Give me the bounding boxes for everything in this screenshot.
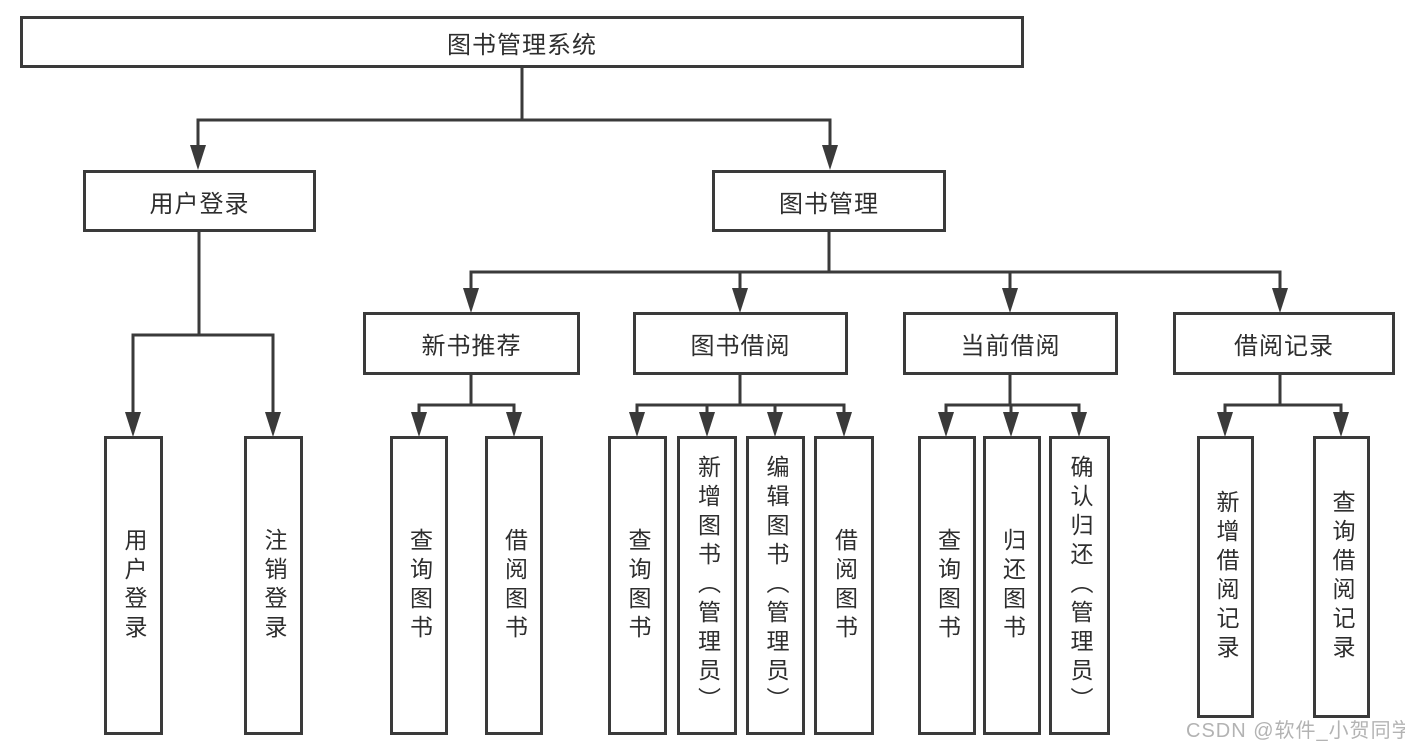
leaf-cb-return-books: 归还图书: [983, 436, 1041, 735]
connector-borrow-records-to-leaves: [1217, 375, 1349, 437]
node-label: 归还图书: [999, 527, 1026, 644]
node-label: 新书推荐: [421, 333, 522, 360]
arrow-down-icon: [938, 412, 954, 437]
node-label: 编辑图书（管理员）: [763, 455, 789, 716]
arrow-down-icon: [699, 412, 715, 437]
node-root: 图书管理系统: [20, 16, 1024, 68]
arrow-down-icon: [265, 412, 281, 437]
node-label: 查询借阅记录: [1329, 490, 1355, 664]
node-book-borrow: 图书借阅: [633, 312, 848, 375]
leaf-bb-add-books-admin: 新增图书（管理员）: [677, 436, 737, 735]
node-label: 注销登录: [261, 527, 287, 644]
node-label: 新增图书（管理员）: [694, 455, 721, 716]
arrow-down-icon: [822, 145, 838, 170]
connector-current-borrow-to-leaves: [938, 375, 1087, 437]
arrow-down-icon: [411, 412, 427, 437]
connector-new-book-to-leaves: [411, 375, 522, 437]
arrow-down-icon: [1333, 412, 1349, 437]
arrow-down-icon: [506, 412, 522, 437]
arrow-down-icon: [463, 288, 479, 313]
node-book-mgmt: 图书管理: [712, 170, 946, 232]
arrow-down-icon: [1217, 412, 1233, 437]
arrow-down-icon: [1003, 412, 1019, 437]
leaf-bb-query-books: 查询图书: [608, 436, 667, 735]
node-user-login-branch: 用户登录: [83, 170, 316, 232]
node-new-book-rec: 新书推荐: [363, 312, 580, 375]
leaf-br-query-record: 查询借阅记录: [1313, 436, 1370, 718]
leaf-nb-borrow-books: 借阅图书: [485, 436, 543, 735]
arrow-down-icon: [1071, 412, 1087, 437]
node-label: 图书借阅: [690, 333, 791, 360]
node-label: 借阅图书: [501, 527, 528, 644]
node-label: 查询图书: [625, 527, 651, 644]
connector-root-to-level2: [190, 68, 838, 170]
node-label: 查询图书: [934, 527, 961, 644]
node-label: 图书管理系统: [447, 31, 597, 59]
node-label: 借阅图书: [831, 527, 858, 644]
leaf-bb-borrow-books: 借阅图书: [814, 436, 874, 735]
arrow-down-icon: [1272, 288, 1288, 313]
node-current-borrow: 当前借阅: [903, 312, 1118, 375]
leaf-cb-confirm-return-admin: 确认归还（管理员）: [1049, 436, 1110, 735]
node-label: 用户登录: [121, 527, 147, 644]
csdn-watermark: CSDN @软件_小贺同学: [1186, 720, 1405, 742]
leaf-logout: 注销登录: [244, 436, 303, 735]
arrow-down-icon: [732, 288, 748, 313]
arrow-down-icon: [767, 412, 783, 437]
leaf-user-login: 用户登录: [104, 436, 163, 735]
arrow-down-icon: [836, 412, 852, 437]
leaf-br-add-record: 新增借阅记录: [1197, 436, 1254, 718]
leaf-bb-edit-books-admin: 编辑图书（管理员）: [746, 436, 805, 735]
node-label: 确认归还（管理员）: [1067, 455, 1093, 716]
node-label: 当前借阅: [960, 333, 1061, 360]
arrow-down-icon: [1002, 288, 1018, 313]
node-borrow-records: 借阅记录: [1173, 312, 1395, 375]
leaf-cb-query-books: 查询图书: [918, 436, 976, 735]
node-label: 用户登录: [149, 190, 250, 218]
arrow-down-icon: [629, 412, 645, 437]
connector-user-login-to-leaves: [125, 232, 281, 437]
node-label: 借阅记录: [1234, 333, 1334, 360]
node-label: 图书管理: [779, 190, 879, 218]
arrow-down-icon: [125, 412, 141, 437]
node-label: 新增借阅记录: [1213, 490, 1239, 664]
leaf-nb-query-books: 查询图书: [390, 436, 448, 735]
arrow-down-icon: [190, 145, 206, 170]
node-label: 查询图书: [406, 527, 433, 644]
connector-book-mgmt-to-level3: [463, 232, 1288, 313]
connector-book-borrow-to-leaves: [629, 375, 852, 437]
